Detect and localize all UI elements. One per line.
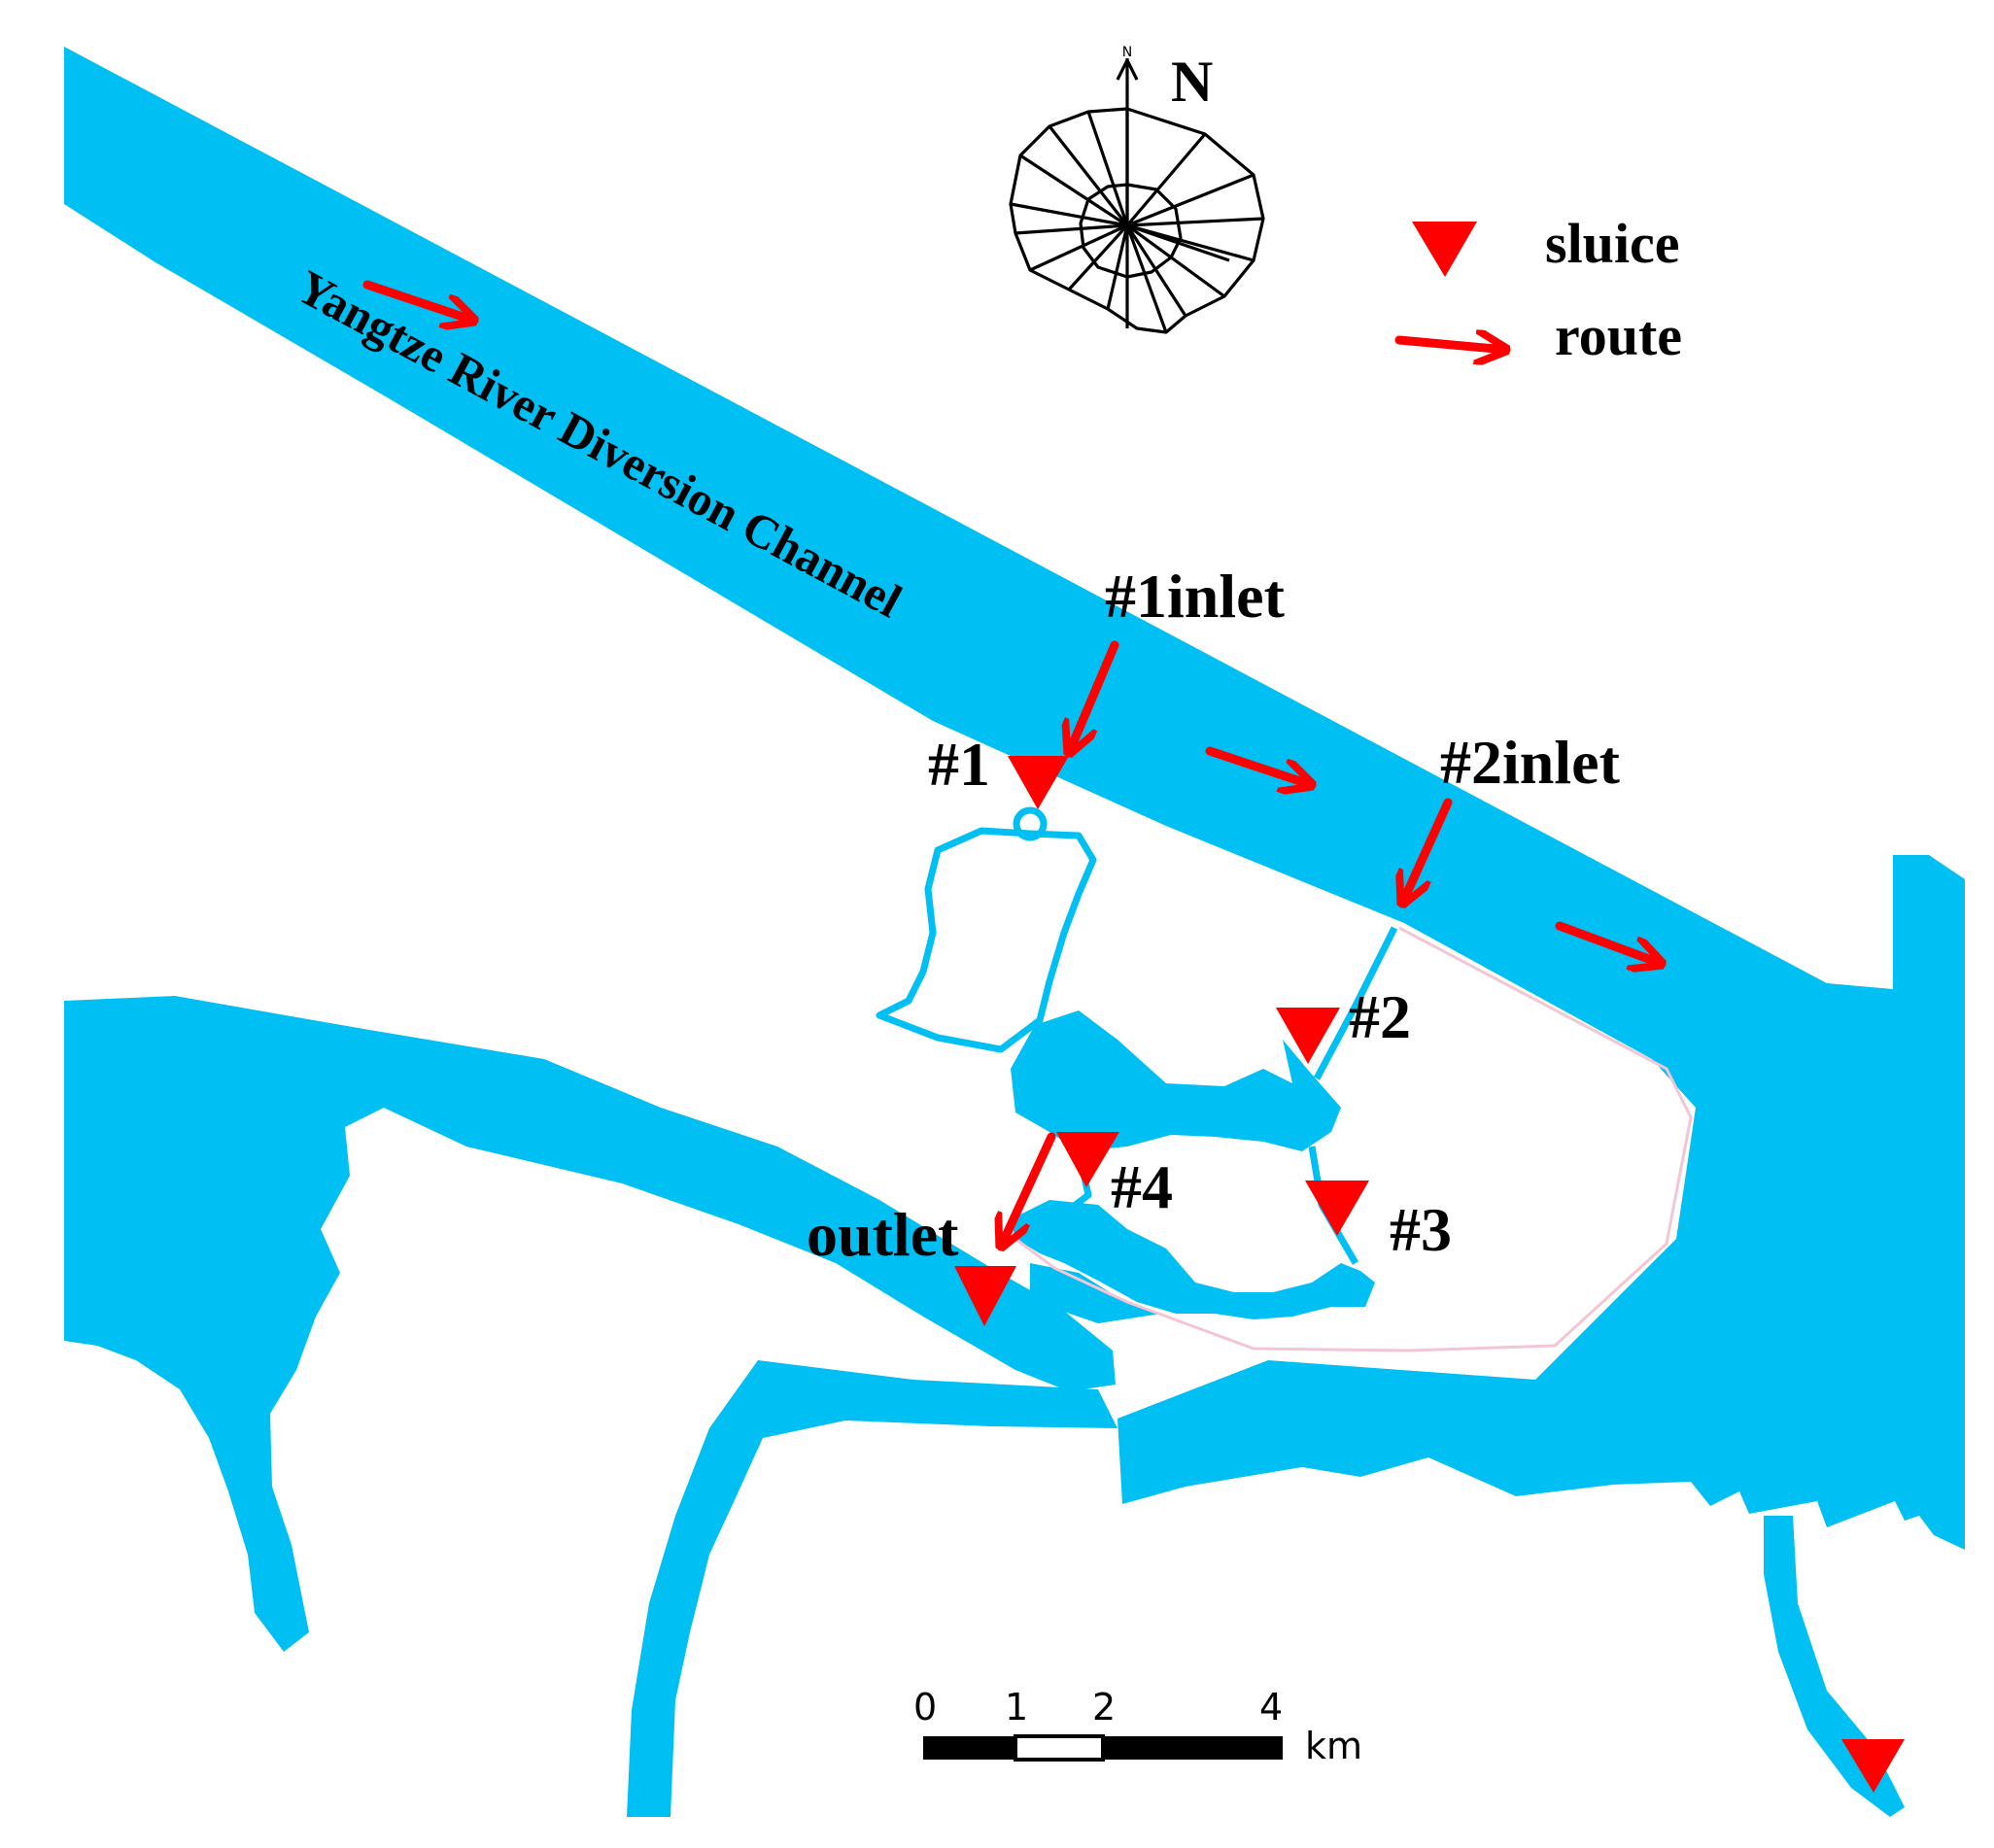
sluice-4-icon (1056, 1132, 1119, 1187)
inner-lake-upper (1011, 1010, 1341, 1151)
legend: sluice route (1394, 212, 1682, 367)
legend-route-label: route (1555, 304, 1682, 367)
label-sluice-4: #4 (1111, 1152, 1173, 1221)
scale-tick-4: 4 (1259, 1686, 1283, 1728)
inner-lake-south (1030, 1263, 1161, 1323)
label-sluice-2: #2 (1349, 982, 1411, 1051)
inner-lake-lower (1011, 1200, 1375, 1319)
canal-pond (1013, 806, 1048, 841)
sluice-southeast-icon (1841, 1739, 1905, 1793)
scale-bar: 0 1 2 4 km (913, 1686, 1362, 1767)
red-arrow-icon (1394, 340, 1506, 350)
red-triangle-icon (1412, 222, 1477, 277)
island-boundary (1014, 926, 1693, 1352)
label-sluice-1: #1 (928, 730, 990, 799)
route-arrows (362, 280, 1662, 1247)
scale-tick-0: 0 (913, 1686, 937, 1728)
scale-tick-1: 1 (1005, 1686, 1028, 1728)
sluice-3-icon (1305, 1181, 1369, 1236)
channel-label: Yangtze River Diversion Channel (289, 259, 911, 628)
label-outlet: outlet (807, 1200, 959, 1269)
label-inlet2: #2inlet (1440, 728, 1621, 797)
compass-rose (1009, 58, 1265, 334)
canal-link-2 (1313, 926, 1398, 1080)
route-arrow-down (1555, 921, 1662, 964)
route-arrow-upstream (362, 280, 474, 321)
sluice-2-icon (1276, 1008, 1340, 1064)
scale-unit: km (1305, 1725, 1362, 1767)
compass-outline (1009, 107, 1265, 334)
route-arrow-inlet2 (1402, 798, 1453, 904)
legend-sluice-label: sluice (1545, 212, 1680, 275)
compass-north-small: N (1122, 45, 1132, 60)
sluice-outlet-icon (954, 1266, 1016, 1326)
route-arrow-inlet1 (1069, 640, 1119, 753)
scale-segment-1-2 (1014, 1734, 1105, 1762)
canal-loop (876, 827, 1097, 1053)
point-labels: #1inlet #2inlet #1 #2 #3 #4 outlet (807, 562, 1621, 1269)
route-arrow-mid (1205, 746, 1312, 785)
north-arrow-head (1116, 58, 1139, 81)
sluice-1-icon (1008, 756, 1069, 809)
label-sluice-3: #3 (1390, 1195, 1452, 1264)
south-tributary (627, 1360, 1117, 1817)
yangtze-diversion-channel (64, 47, 1965, 1550)
compass-spokes (1010, 109, 1264, 333)
scale-segment-0-1 (923, 1736, 1015, 1760)
compass-north-label: N (1171, 50, 1213, 114)
southern-river-branch (64, 996, 1116, 1652)
sluices (954, 756, 1905, 1793)
scale-segment-2-4 (1103, 1736, 1283, 1760)
scale-tick-2: 2 (1092, 1686, 1116, 1728)
route-arrow-outlet (1001, 1132, 1056, 1247)
label-inlet1: #1inlet (1105, 562, 1286, 631)
